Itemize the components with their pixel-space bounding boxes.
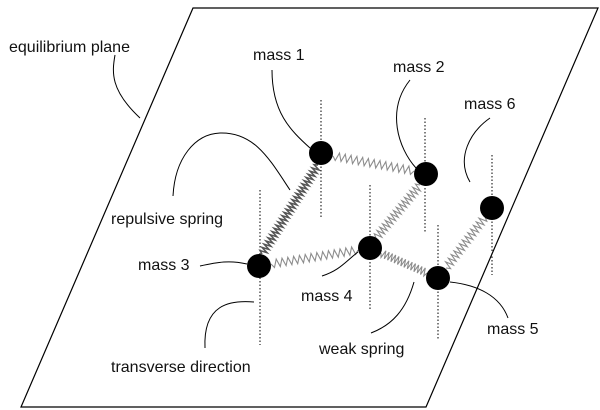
label-repulsive-spring: repulsive spring [111, 211, 223, 228]
spring-mass2-mass4 [373, 183, 422, 239]
leader-transverse-direction [204, 301, 255, 349]
leader-mass-5 [449, 281, 509, 319]
leader-mass-6 [463, 117, 491, 183]
label-mass-1: mass 1 [253, 47, 305, 64]
leader-repulsive-spring [172, 132, 291, 197]
equilibrium-plane [20, 7, 599, 408]
spring-mass1-mass2 [332, 151, 415, 176]
label-transverse-direction: transverse direction [111, 359, 251, 376]
leader-weak-spring [370, 281, 415, 334]
springs [258, 151, 488, 278]
masses [247, 141, 504, 290]
mass-5 [426, 266, 450, 290]
label-equilibrium-plane: equilibrium plane [9, 39, 130, 56]
label-mass-3: mass 3 [138, 257, 190, 274]
spring-mass5-mass6 [443, 216, 488, 270]
mass-3 [247, 254, 271, 278]
repulsive-spring [258, 163, 322, 255]
mass-4 [358, 236, 382, 260]
mass-6 [480, 196, 504, 220]
label-mass-2: mass 2 [393, 59, 445, 76]
leader-mass-1 [271, 69, 311, 149]
leader-equilibrium-plane [112, 54, 141, 119]
label-mass-5: mass 5 [487, 321, 539, 338]
mass-2 [414, 162, 438, 186]
label-weak-spring: weak spring [318, 341, 404, 358]
label-mass-4: mass 4 [301, 288, 353, 305]
label-mass-6: mass 6 [464, 96, 516, 113]
weak-spring [380, 250, 428, 278]
mass-1 [309, 141, 333, 165]
leader-lines [112, 54, 509, 349]
spring-mass3-mass4 [270, 245, 359, 269]
transverse-lines [259, 100, 493, 345]
leader-mass-4 [321, 251, 359, 277]
leader-mass-3 [199, 261, 248, 267]
leader-mass-2 [396, 79, 417, 169]
